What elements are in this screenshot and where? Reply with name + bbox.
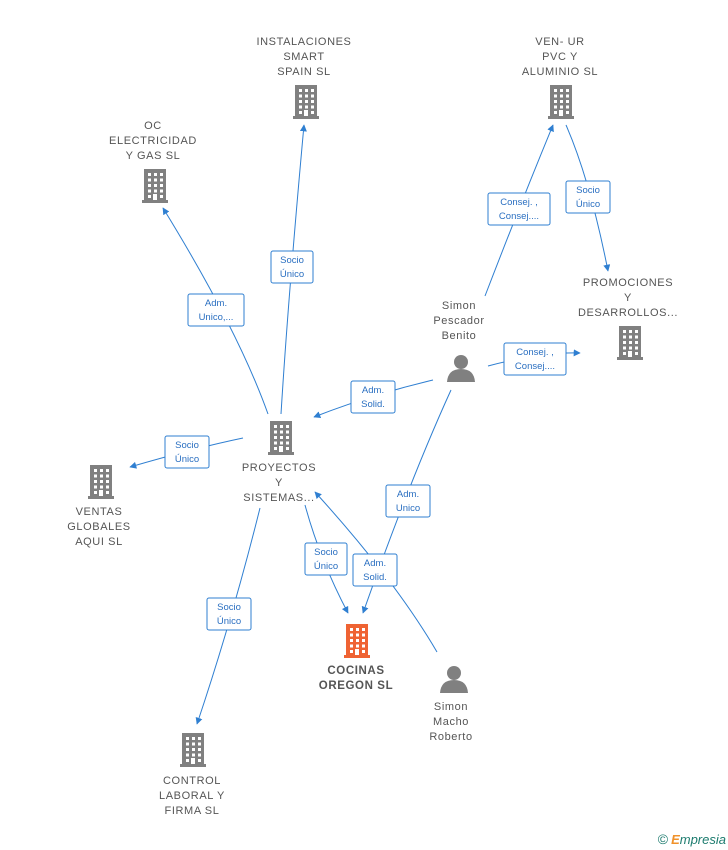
edge-label-text: Solid.: [363, 572, 387, 583]
node-label-line: Y: [275, 477, 283, 489]
edge-label-text: Adm.: [397, 489, 419, 500]
edge-label-text: Socio: [314, 547, 338, 558]
edge-label-text: Adm.: [364, 558, 386, 569]
node-label-line: OC: [144, 120, 162, 132]
node-label-line: Y: [624, 292, 632, 304]
relation-edge[interactable]: Consej. , Consej....: [484, 124, 554, 297]
edge-label-text: Consej. ,: [516, 347, 554, 358]
person-icon: [447, 355, 475, 382]
node-label-line: Y GAS SL: [126, 150, 181, 162]
edge-label-text: Consej. ,: [500, 197, 538, 208]
edge-label-box: [164, 435, 210, 469]
node-label-line: Macho: [433, 716, 469, 728]
node-label-line: PROMOCIONES: [583, 277, 673, 289]
edge-label-box: [385, 484, 431, 518]
node-label-line: ALUMINIO SL: [522, 66, 598, 78]
node-label-line: GLOBALES: [67, 521, 131, 533]
node-label-line: VEN- UR: [535, 36, 584, 48]
edge-label-text: Socio: [280, 255, 304, 266]
brand-logo-initial: E: [671, 832, 680, 847]
node-label-line: INSTALACIONES: [256, 36, 351, 48]
company-node-proyectos[interactable]: PROYECTOS Y SISTEMAS...: [242, 421, 316, 504]
edge-label-box: [270, 250, 314, 284]
node-label-line: PROYECTOS: [242, 462, 316, 474]
edge-label-box: [304, 542, 348, 576]
footer-brand: ©Empresia: [658, 831, 726, 847]
node-label-line: DESARROLLOS...: [578, 307, 678, 319]
building-icon: [268, 421, 294, 455]
brand-logo-text: mpresia: [679, 832, 726, 847]
node-label-line: VENTAS: [76, 506, 123, 518]
edge-label-text: Socio: [576, 185, 600, 196]
edge-label-text: Unico: [396, 503, 420, 514]
building-icon: [180, 733, 206, 767]
building-icon: [617, 326, 643, 360]
relation-edge[interactable]: Adm. Solid.: [314, 491, 438, 653]
company-node-promociones[interactable]: PROMOCIONES Y DESARROLLOS...: [578, 277, 678, 360]
node-label-line: FIRMA SL: [165, 805, 220, 817]
edge-label-text: Consej....: [515, 361, 555, 372]
company-node-oc[interactable]: OC ELECTRICIDAD Y GAS SL: [109, 120, 197, 203]
node-label-line: LABORAL Y: [159, 790, 225, 802]
node-label-line: PVC Y: [542, 51, 578, 63]
copyright-icon: ©: [657, 831, 669, 847]
node-label-line: ELECTRICIDAD: [109, 135, 197, 147]
edge-label-box: [487, 192, 551, 226]
edge-label-text: Socio: [175, 440, 199, 451]
edge-label-text: Solid.: [361, 399, 385, 410]
edge-label-text: Unico,...: [199, 312, 234, 323]
edge-label-text: Único: [217, 616, 241, 627]
relation-edge[interactable]: Adm. Unico,...: [162, 207, 269, 415]
company-node-venur[interactable]: VEN- UR PVC Y ALUMINIO SL: [522, 36, 598, 119]
node-label-line: Simon: [434, 701, 468, 713]
edge-arrow: [280, 124, 307, 415]
edge-label-text: Adm.: [362, 385, 384, 396]
node-label-line: SISTEMAS...: [243, 492, 314, 504]
node-label-line: AQUI SL: [75, 536, 123, 548]
building-icon: [344, 624, 370, 658]
node-label-line: Benito: [442, 330, 477, 342]
edge-label-box: [503, 342, 567, 376]
building-icon: [293, 85, 319, 119]
node-label-line: Simon: [442, 300, 476, 312]
node-label-line: CONTROL: [163, 775, 221, 787]
person-icon: [440, 666, 468, 693]
company-node-control[interactable]: CONTROL LABORAL Y FIRMA SL: [159, 733, 225, 817]
edge-label-text: Único: [280, 269, 304, 280]
node-label-line: OREGON SL: [319, 680, 393, 692]
node-label-line: COCINAS: [327, 665, 384, 677]
edge-label-text: Consej....: [499, 211, 539, 222]
node-label-line: Roberto: [429, 731, 472, 743]
building-icon: [88, 465, 114, 499]
relation-edge[interactable]: Adm. Solid.: [313, 379, 434, 418]
node-label-line: SPAIN SL: [277, 66, 331, 78]
edge-label-box: [565, 180, 611, 214]
node-label-line: SMART: [283, 51, 324, 63]
edge-label-box: [350, 380, 396, 414]
edge-label-text: Único: [576, 199, 600, 210]
edge-label-text: Único: [175, 454, 199, 465]
company-node-instalaciones[interactable]: INSTALACIONES SMART SPAIN SL: [256, 36, 351, 119]
edge-label-box: [206, 597, 252, 631]
relation-edge[interactable]: Consej. , Consej....: [487, 342, 581, 376]
edge-label-text: Único: [314, 561, 338, 572]
building-icon: [142, 169, 168, 203]
company-node-cocinas[interactable]: COCINAS OREGON SL: [319, 624, 393, 692]
edge-label-text: Socio: [217, 602, 241, 613]
edge-label-text: Adm.: [205, 298, 227, 309]
building-icon: [548, 85, 574, 119]
node-label-line: Pescador: [433, 315, 484, 327]
company-node-ventas[interactable]: VENTAS GLOBALES AQUI SL: [67, 465, 131, 548]
edge-label-box: [352, 553, 398, 587]
edge-label-box: [187, 293, 245, 327]
